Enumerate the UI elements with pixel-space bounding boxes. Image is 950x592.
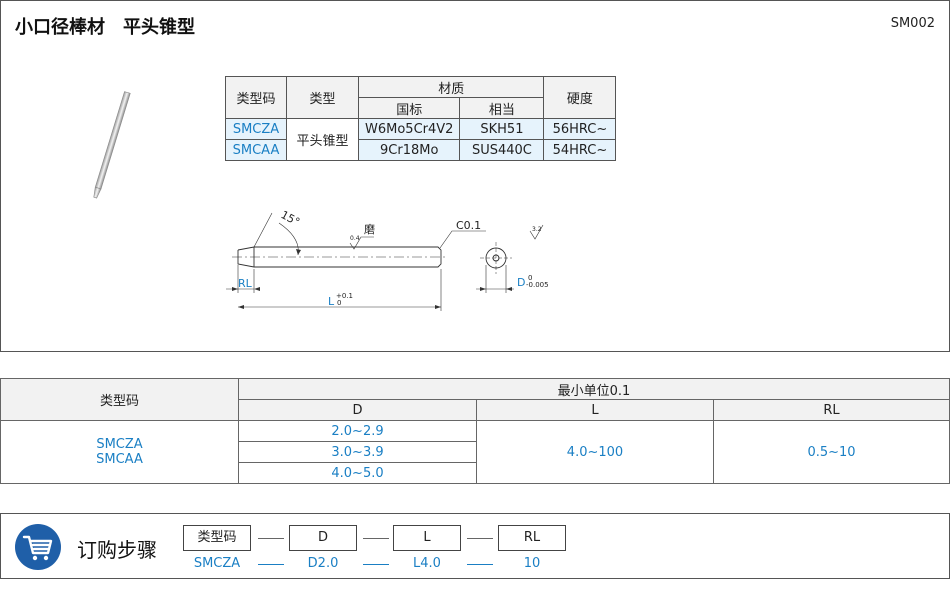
step-connector xyxy=(467,538,493,539)
spec-type-codes: SMCZA SMCAA xyxy=(0,420,239,484)
type-code-cell: SMCZA xyxy=(225,118,287,140)
header-type: 类型 xyxy=(286,76,359,119)
d-range-cell: 3.0~3.9 xyxy=(238,441,477,463)
spec-header-l: L xyxy=(476,399,714,421)
rl-range-cell: 0.5~10 xyxy=(713,420,950,484)
roughness-b-label: 3.2 xyxy=(532,226,542,233)
step-connector xyxy=(258,538,284,539)
national-cell: W6Mo5Cr4V2 xyxy=(357,118,461,140)
d-range-cell: 4.0~5.0 xyxy=(238,462,477,484)
spec-header-d: D xyxy=(238,399,477,421)
l-label: L xyxy=(328,295,335,308)
d-tol-low: -0.005 xyxy=(526,281,549,289)
product-panel: 小口径棒材 平头锥型 SM002 类型码 类型 材质 硬度 国标 相当 SMC xyxy=(0,0,950,352)
order-title: 订购步骤 xyxy=(77,538,157,562)
d-label: D xyxy=(517,276,525,289)
chamfer-label: C0.1 xyxy=(456,219,481,232)
spec-header-min-unit: 最小单位0.1 xyxy=(238,378,950,400)
step-value-connector xyxy=(467,564,493,565)
table-row: SMCZA SMCAA 2.0~2.9 4.0~100 0.5~10 xyxy=(0,420,950,484)
national-cell: 9Cr18Mo xyxy=(357,139,461,161)
technical-drawing: 15° 磨 0.4 C0.1 3.2 RL L +0.1 0 D 0 -0.00… xyxy=(226,208,549,311)
spec-header-type-code: 类型码 xyxy=(0,378,239,421)
hardness-cell: 54HRC~ xyxy=(543,139,617,161)
rl-label: RL xyxy=(238,277,253,290)
spec-table: 类型码 最小单位0.1 D L RL SMCZA SMCAA 2.0~2.9 4… xyxy=(0,378,950,484)
header-hardness: 硬度 xyxy=(543,76,617,119)
grind-label: 磨 xyxy=(364,223,375,236)
hardness-cell: 56HRC~ xyxy=(543,118,617,140)
table-row: SMCZA 平头锥型 W6Mo5Cr4V2 SKH51 56HRC~ xyxy=(225,118,617,161)
spec-header-rl: RL xyxy=(713,399,950,421)
order-panel: 订购步骤 类型码 D L RL SMCZA D2.0 L4.0 10 xyxy=(0,513,950,579)
table-row: 4.0~5.0 xyxy=(1,462,950,484)
step-value-rl: 10 xyxy=(523,556,541,571)
step-value-l: L4.0 xyxy=(413,556,441,571)
step-box-type-code: 类型码 xyxy=(183,525,251,551)
step-box-l: L xyxy=(393,525,461,551)
step-box-d: D xyxy=(289,525,357,551)
header-type-code: 类型码 xyxy=(225,76,287,119)
roughness-a-label: 0.4 xyxy=(350,235,360,242)
type-cell: 平头锥型 xyxy=(286,118,359,161)
angle-label: 15° xyxy=(279,208,302,229)
l-tol-low: 0 xyxy=(337,299,341,307)
cart-icon xyxy=(15,524,61,570)
type-code-cell: SMCAA xyxy=(225,139,287,161)
pin-illustration xyxy=(93,91,131,199)
material-table: 类型码 类型 材质 硬度 国标 相当 SMCZA 平头锥型 W6Mo5Cr4V2… xyxy=(225,76,617,161)
header-equivalent: 相当 xyxy=(459,97,545,119)
header-national: 国标 xyxy=(357,97,461,119)
step-value-type-code: SMCZA xyxy=(193,556,241,571)
step-box-rl: RL xyxy=(498,525,566,551)
equivalent-cell: SUS440C xyxy=(459,139,545,161)
step-value-connector xyxy=(363,564,389,565)
step-connector xyxy=(363,538,389,539)
d-range-cell: 2.0~2.9 xyxy=(238,420,477,442)
header-material: 材质 xyxy=(357,76,545,98)
type-code-text: SMCZA xyxy=(96,437,143,452)
step-value-connector xyxy=(258,564,284,565)
l-tol-up: +0.1 xyxy=(336,292,353,300)
table-row: SMCAA 9Cr18Mo SUS440C 54HRC~ xyxy=(225,139,617,161)
page-title: 小口径棒材 平头锥型 xyxy=(15,17,195,38)
step-value-d: D2.0 xyxy=(307,556,339,571)
d-tol-up: 0 xyxy=(528,274,532,282)
equivalent-cell: SKH51 xyxy=(459,118,545,140)
type-code-text: SMCAA xyxy=(96,452,143,467)
product-code: SM002 xyxy=(890,16,935,31)
l-range-cell: 4.0~100 xyxy=(476,420,714,484)
